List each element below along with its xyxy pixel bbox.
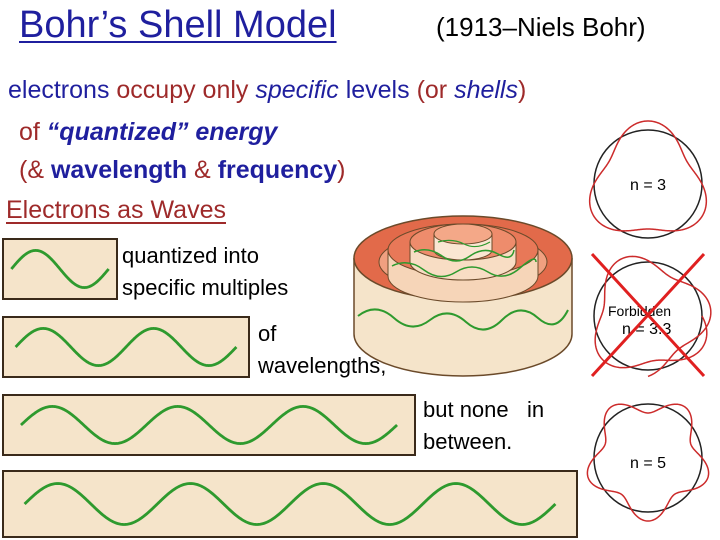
page-subtitle: (1913–Niels Bohr) xyxy=(436,12,646,42)
orbit-wave-n3 xyxy=(588,120,708,232)
note-of-line2: wavelengths, xyxy=(258,353,387,378)
text-shells: shells xyxy=(454,76,518,104)
wave-box-1 xyxy=(2,238,118,300)
forbidden-cross-line-2 xyxy=(590,252,706,378)
wave-box-2 xyxy=(2,316,250,378)
text-line-electrons: electrons occupy only specific levels (o… xyxy=(8,76,526,105)
text-levels: levels xyxy=(338,76,417,104)
note-none-between: but none in between. xyxy=(423,394,544,458)
note-of-wavelengths: of wavelengths, xyxy=(258,318,386,382)
note-none-line1: but none in xyxy=(423,397,545,422)
text-specific: specific xyxy=(255,76,339,104)
text-or: (or xyxy=(416,76,455,104)
wave-2 xyxy=(14,327,238,367)
note-of-line1: of xyxy=(258,321,277,346)
text-occupy-only: occupy only xyxy=(109,76,256,104)
note-none-line2: between. xyxy=(423,429,513,454)
orbit-diagram-n5: n = 5 xyxy=(586,403,710,522)
note-quantized: quantized into specific multiples xyxy=(122,240,288,304)
text-frequency: frequency xyxy=(217,156,338,184)
wave-3 xyxy=(20,405,398,445)
wave-box-4 xyxy=(2,470,578,538)
orbit-label-n5: n = 5 xyxy=(630,455,666,472)
orbit-wave-forbidden xyxy=(594,255,712,378)
text-close-paren: ) xyxy=(517,76,527,104)
wave-box-3 xyxy=(2,394,416,456)
text-quantized-energy: “quantized” energy xyxy=(46,118,278,146)
orbit-label-n3: n = 3 xyxy=(630,177,666,194)
text-of: of xyxy=(19,118,47,146)
section-heading-electrons-as-waves: Electrons as Waves xyxy=(6,196,226,224)
text-electrons: electrons xyxy=(8,76,110,104)
text-amp: & xyxy=(187,156,218,184)
orbit-wave-n5 xyxy=(586,403,710,522)
text-amp-open: (& xyxy=(19,156,51,184)
text-line-quantized: of “quantized” energy xyxy=(19,118,277,147)
wave-1 xyxy=(10,249,110,289)
page-title: Bohr’s Shell Model xyxy=(19,4,337,46)
text-line-wavelength: (& wavelength & frequency) xyxy=(19,156,346,185)
note-quantized-line2: specific multiples xyxy=(122,275,289,300)
text-close-paren-2: ) xyxy=(337,156,346,184)
orbit-diagram-forbidden: Forbidden n = 3.3 xyxy=(590,252,712,378)
orbit-diagram-n3: n = 3 xyxy=(588,120,708,239)
text-wavelength: wavelength xyxy=(50,156,188,184)
note-quantized-line1: quantized into xyxy=(122,243,259,268)
wave-4 xyxy=(23,482,557,526)
shell-model-illustration xyxy=(353,215,573,377)
